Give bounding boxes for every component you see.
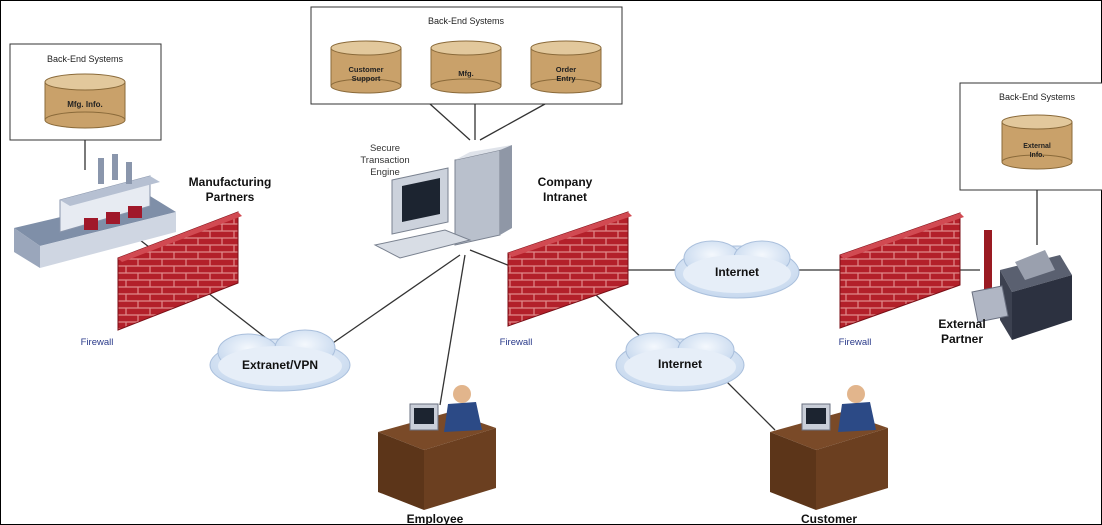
customer-label: Customer [801, 512, 857, 525]
factory-icon [14, 154, 176, 268]
computer-icon [373, 145, 512, 259]
external-partner-label-line1: External [938, 317, 985, 331]
firewall-center [507, 211, 632, 327]
manufacturing-partners-label-line2: Partners [206, 190, 255, 204]
db-label: Mfg. Info. [67, 100, 103, 109]
secure-engine-label-line1: Secure [370, 143, 400, 154]
company-intranet-label-line2: Intranet [543, 190, 587, 204]
db-label-line2: Support [352, 74, 381, 83]
firewall-center-label: Firewall [500, 337, 533, 348]
shipping-icon [971, 230, 1072, 340]
firewall-right [839, 212, 964, 329]
db-mfg: Mfg. [430, 40, 502, 94]
db-label-line1: Order [556, 65, 577, 74]
backend-top-group: Back-End Systems Customer Support Mfg. O… [310, 6, 623, 105]
secure-engine-label-line2: Transaction [360, 155, 409, 166]
employee-label: Employee [407, 512, 464, 525]
backend-right-group: Back-End Systems External Info. [959, 82, 1102, 191]
company-intranet-label-line1: Company [538, 175, 593, 189]
db-mfg-info: Mfg. Info. [44, 73, 126, 129]
internet-bottom-cloud-label: Internet [658, 357, 702, 371]
secure-engine-label-line3: Engine [370, 167, 400, 178]
db-label-line1: External [1023, 143, 1051, 150]
db-label-line2: Info. [1030, 152, 1045, 159]
db-label-line1: Customer [348, 65, 383, 74]
backend-top-title: Back-End Systems [428, 16, 505, 26]
db-customer-support: Customer Support [330, 40, 402, 94]
backend-left-group: Back-End Systems Mfg. Info. [9, 43, 162, 141]
backend-left-title: Back-End Systems [47, 54, 124, 64]
cloud-internet-bottom [615, 332, 745, 392]
db-label: Mfg. [458, 69, 473, 78]
cloud-internet-top [674, 240, 800, 299]
employee-desk-icon [378, 385, 496, 510]
firewall-right-label: Firewall [839, 337, 872, 348]
firewall-left [117, 211, 242, 331]
external-partner-label-line2: Partner [941, 332, 983, 346]
db-external-info: External Info. [1001, 114, 1073, 170]
backend-right-box [959, 82, 1102, 191]
db-order-entry: Order Entry [530, 40, 602, 94]
manufacturing-partners-label-line1: Manufacturing [189, 175, 272, 189]
internet-top-cloud-label: Internet [715, 265, 759, 279]
db-label-line2: Entry [556, 74, 576, 83]
extranet-cloud-label: Extranet/VPN [242, 358, 318, 372]
cloud-extranet [209, 329, 351, 392]
backend-right-title: Back-End Systems [999, 92, 1076, 102]
customer-desk-icon [770, 385, 888, 510]
firewall-left-label: Firewall [81, 337, 114, 348]
